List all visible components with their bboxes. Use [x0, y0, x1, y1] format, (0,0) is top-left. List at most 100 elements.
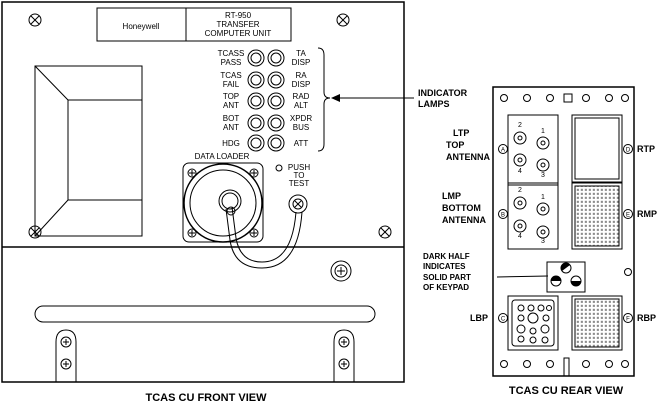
coax-connector-icon: [536, 225, 550, 239]
push-to-test-label: PUSH: [288, 163, 310, 172]
lamp-label: BUS: [293, 123, 309, 132]
screw-icon: [336, 13, 350, 27]
keypad-note: INDICATES: [423, 262, 466, 271]
lamp-label: BOT: [223, 114, 240, 123]
lamp-icon: [247, 92, 265, 110]
coax-connector-icon: [536, 136, 550, 150]
rbp-block: F: [571, 295, 633, 351]
lamp-icon: [247, 71, 265, 89]
pin-number: 2: [518, 122, 522, 129]
push-to-test-button[interactable]: [288, 194, 308, 214]
model-line: TRANSFER: [216, 20, 259, 29]
screw-icon: [249, 228, 259, 238]
lamp-icon: [247, 114, 265, 132]
lamp-row-4: BOT ANT XPDR BUS: [223, 114, 313, 132]
lamp-icon: [247, 49, 265, 67]
push-to-test-label: TO: [294, 171, 305, 180]
screw-icon: [60, 358, 72, 370]
ltp-label: ANTENNA: [446, 152, 490, 162]
slot-letter: F: [626, 317, 630, 323]
lamp-label: TA: [296, 49, 306, 58]
right-latch: [333, 329, 355, 382]
coax-connector-icon: [536, 158, 550, 172]
keypad-key-icon: [570, 275, 582, 287]
indicator-lamps-label: LAMPS: [418, 99, 450, 109]
data-loader-connector: [182, 162, 303, 269]
indicator-lamps-label: INDICATOR: [418, 88, 468, 98]
pin-number: 1: [541, 128, 545, 135]
lamp-label: TCASS: [218, 49, 245, 58]
keypad-key-icon: [550, 275, 562, 287]
pin-number: 4: [518, 233, 522, 240]
lmp-label: BOTTOM: [442, 203, 481, 213]
pin-number: 4: [518, 168, 522, 175]
ltp-label: LTP: [453, 128, 469, 138]
lamp-label: DISP: [292, 58, 311, 67]
lmp-label: LMP: [442, 191, 461, 201]
screw-icon: [338, 336, 350, 348]
keypad-note: DARK HALF: [423, 252, 470, 261]
lamp-label: RA: [295, 71, 307, 80]
left-latch: [55, 329, 77, 382]
keypad-note: OF KEYPAD: [423, 283, 469, 292]
coax-connector-icon: [513, 196, 527, 210]
front-view: Honeywell RT-950 TRANSFER COMPUTER UNIT …: [1, 1, 405, 404]
lamp-icon: [247, 134, 265, 152]
slot-letter: D: [626, 148, 631, 154]
lamp-icon: [267, 92, 285, 110]
slot-letter: B: [501, 213, 505, 219]
slot-letter: E: [626, 213, 630, 219]
lamp-label: ANT: [223, 123, 239, 132]
coax-connector-icon: [513, 131, 527, 145]
slot-letter: C: [501, 317, 506, 323]
ltp-label: TOP: [446, 140, 464, 150]
recessed-panel-inner: [67, 99, 143, 201]
lamp-row-2: TCAS FAIL RA DISP: [220, 71, 310, 89]
lamp-label: TCAS: [220, 71, 241, 80]
rbp-label: RBP: [637, 313, 656, 323]
push-to-test-label: TEST: [289, 179, 310, 188]
lamp-label: DISP: [292, 80, 311, 89]
rbp-grille: [574, 298, 620, 348]
lamp-row-3: TOP ANT RAD ALT: [223, 92, 310, 110]
lbp-block: C: [498, 295, 559, 351]
lamp-label: HDG: [222, 139, 240, 148]
pin-number: 3: [541, 172, 545, 179]
front-handle-bar: [34, 305, 376, 323]
lamp-label: TOP: [223, 92, 239, 101]
front-view-caption: TCAS CU FRONT VIEW: [146, 392, 268, 404]
coax-connector-icon: [513, 219, 527, 233]
rmp-block: E: [571, 182, 633, 250]
recessed-panel: [34, 65, 143, 237]
lamp-row-5: HDG ATT: [222, 134, 309, 152]
lamp-icon: [267, 49, 285, 67]
screw-icon: [330, 260, 352, 282]
cap-cable: [231, 206, 297, 263]
screw-icon: [187, 228, 197, 238]
indicator-lamps-bracket: [317, 47, 331, 152]
rear-view: A 2 1 4 3 B 2 1 4 3: [423, 86, 657, 397]
keypad-key-icon: [560, 262, 572, 274]
lmp-label: ANTENNA: [442, 215, 486, 225]
screw-icon: [249, 168, 259, 178]
lamp-label: PASS: [221, 58, 242, 67]
lamp-label: ATT: [294, 139, 309, 148]
pin-number: 3: [541, 238, 545, 245]
rmp-label: RMP: [637, 209, 657, 219]
lamp-icon: [267, 134, 285, 152]
lamp-label: XPDR: [290, 114, 312, 123]
lbp-label: LBP: [470, 313, 488, 323]
keypad: [546, 261, 586, 293]
rear-view-caption: TCAS CU REAR VIEW: [509, 385, 624, 397]
screw-icon: [28, 13, 42, 27]
screw-icon: [60, 336, 72, 348]
screw-icon: [378, 225, 392, 239]
slot-letter: A: [501, 148, 505, 154]
keypad-note: SOLID PART: [423, 273, 471, 282]
rtp-label: RTP: [637, 144, 655, 154]
lmp-bottom-antenna-block: B 2 1 4 3: [498, 182, 559, 250]
coax-connector-icon: [536, 202, 550, 216]
lamp-row-1: TCASS PASS TA DISP: [218, 49, 311, 67]
lamp-label: ANT: [223, 101, 239, 110]
